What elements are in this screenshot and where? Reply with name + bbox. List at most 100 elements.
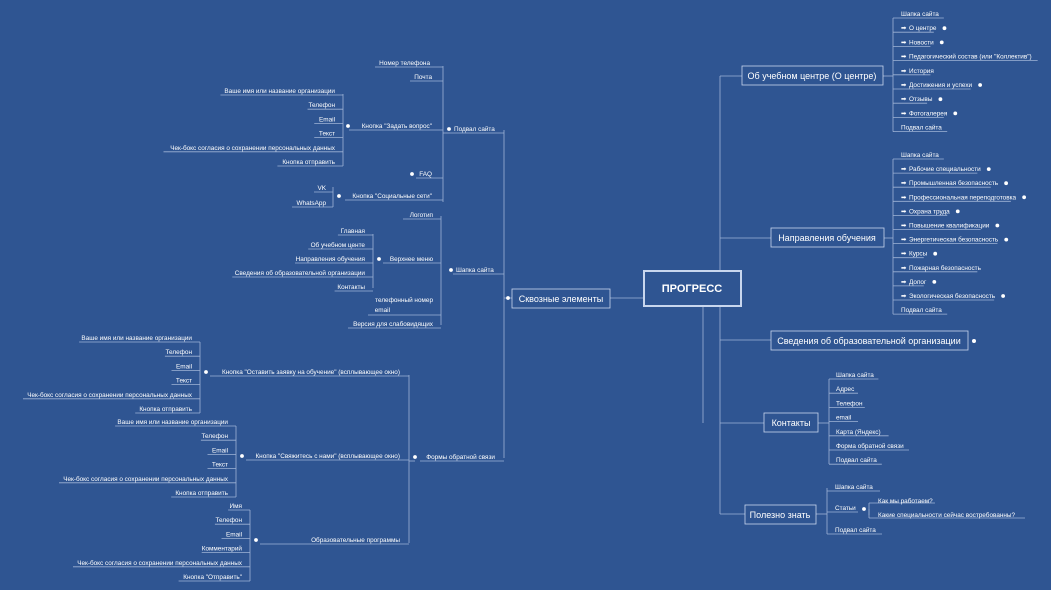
expand-dot-icon[interactable]: [1004, 181, 1009, 186]
direction-item-шапка-сайта[interactable]: Шапка сайта: [901, 151, 939, 159]
direction-item-охрана-труда[interactable]: Охрана труда: [909, 208, 950, 215]
menu-item-контакты[interactable]: Контакты: [337, 284, 365, 291]
direction-item-повышение-квалификации[interactable]: Повышение квалификации: [909, 223, 990, 230]
expand-dot-icon[interactable]: [932, 280, 937, 284]
form-group-0-item-email[interactable]: Email: [176, 363, 192, 370]
contacts-item-карта-яндекс[interactable]: Карта (Яндекс): [836, 429, 881, 436]
form-group-0[interactable]: Кнопка "Оставить заявку на обучение" (вс…: [222, 368, 400, 376]
expand-dot-icon[interactable]: [447, 127, 451, 131]
form-group-0-item-ваше-имя-или-название-организации[interactable]: Ваше имя или название организации: [81, 335, 192, 342]
direction-item-допог[interactable]: Допог: [909, 279, 927, 286]
form-group-2-item-кнопка-отправить[interactable]: Кнопка "Отправить": [183, 574, 242, 581]
form-group-1[interactable]: Кнопка "Свяжитесь с нами" (всплывающее о…: [255, 453, 400, 460]
topic-crosscutting-box[interactable]: [511, 288, 611, 309]
useful-item-articles[interactable]: Статьи: [835, 505, 856, 512]
about-item-история[interactable]: История: [909, 68, 934, 75]
topic-useful-box[interactable]: [744, 504, 817, 525]
ask-item-телефон[interactable]: Телефон: [308, 102, 335, 109]
footer-node[interactable]: Подвал сайта: [454, 125, 495, 133]
expand-dot-icon[interactable]: [506, 296, 510, 300]
about-item-новости[interactable]: Новости: [909, 39, 934, 46]
form-group-1-item-чек-бокс-согласия-о-сохранении-персональ[interactable]: Чек-бокс согласия о сохранении персональ…: [63, 475, 229, 483]
footer-phone[interactable]: Номер телефона: [379, 60, 430, 67]
central-node-box[interactable]: [643, 270, 742, 307]
expand-dot-icon[interactable]: [1001, 294, 1006, 298]
menu-item-главная[interactable]: Главная: [341, 228, 366, 235]
expand-dot-icon[interactable]: [1022, 195, 1027, 200]
ask-question-button[interactable]: Кнопка "Задать вопрос": [362, 123, 432, 130]
form-group-1-item-email[interactable]: Email: [212, 447, 228, 454]
expand-dot-icon[interactable]: [449, 268, 453, 272]
about-item-достижения-и-успехи[interactable]: Достижения и успехи: [909, 82, 973, 89]
expand-dot-icon[interactable]: [862, 507, 866, 511]
useful-item-footer[interactable]: Подвал сайта: [835, 526, 876, 534]
top-menu-node[interactable]: Верхнее меню: [390, 256, 433, 263]
header-phone[interactable]: телефонный номер: [375, 296, 433, 304]
expand-dot-icon[interactable]: [254, 538, 258, 542]
ask-item-ваше-имя-или-название-организации[interactable]: Ваше имя или название организации: [224, 88, 335, 95]
direction-item-пожарная-безопасность[interactable]: Пожарная безопасность: [909, 264, 982, 272]
social-button[interactable]: Кнопка "Социальные сети": [352, 193, 432, 200]
faq-node[interactable]: FAQ: [419, 171, 432, 178]
form-group-2-item-имя[interactable]: Имя: [230, 503, 243, 510]
expand-dot-icon[interactable]: [410, 172, 414, 176]
expand-dot-icon[interactable]: [955, 209, 960, 214]
form-group-0-item-кнопка-отправить[interactable]: Кнопка отправить: [139, 406, 192, 413]
low-vision-version[interactable]: Версия для слабовидящих: [353, 320, 434, 328]
contacts-item-форма-обратной-связи[interactable]: Форма обратной связи: [836, 442, 904, 450]
expand-dot-icon[interactable]: [986, 167, 991, 172]
ask-item-кнопка-отправить[interactable]: Кнопка отправить: [282, 159, 335, 166]
expand-dot-icon[interactable]: [942, 26, 947, 31]
expand-dot-icon[interactable]: [995, 223, 1000, 228]
social-vk[interactable]: VK: [317, 185, 326, 192]
expand-dot-icon[interactable]: [346, 124, 350, 128]
about-item-фотогалерея[interactable]: Фотогалерея: [909, 110, 948, 117]
expand-dot-icon[interactable]: [337, 194, 341, 198]
contacts-item-адрес[interactable]: Адрес: [836, 386, 855, 393]
form-group-2-item-чек-бокс-согласия-о-сохранении-персональ[interactable]: Чек-бокс согласия о сохранении персональ…: [77, 559, 243, 567]
form-group-1-item-телефон[interactable]: Телефон: [201, 433, 228, 440]
form-group-1-item-ваше-имя-или-название-организации[interactable]: Ваше имя или название организации: [117, 419, 228, 426]
direction-item-рабочие-специальности[interactable]: Рабочие специальности: [909, 165, 981, 173]
direction-item-энергетическая-безопасность[interactable]: Энергетическая безопасность: [909, 236, 999, 244]
topic-contacts-box[interactable]: [763, 412, 819, 433]
topic-info-dot[interactable]: [972, 339, 976, 343]
feedback-forms-node[interactable]: Формы обратной связи: [426, 453, 495, 461]
about-item-о-центре[interactable]: О центре: [909, 25, 937, 32]
expand-dot-icon[interactable]: [1004, 237, 1009, 242]
ask-item-email[interactable]: Email: [319, 116, 335, 123]
expand-dot-icon[interactable]: [413, 455, 417, 459]
form-group-0-item-телефон[interactable]: Телефон: [165, 349, 192, 356]
footer-mail[interactable]: Почта: [414, 74, 432, 81]
form-group-2-item-комментарий[interactable]: Комментарий: [202, 545, 243, 553]
direction-item-курсы[interactable]: Курсы: [909, 251, 928, 258]
header-email[interactable]: email: [375, 307, 390, 314]
menu-item-сведения-об-образовательной-организации[interactable]: Сведения об образовательной организации: [235, 269, 366, 277]
menu-item-об-учебном-центе[interactable]: Об учебном центе: [311, 241, 366, 249]
header-logo[interactable]: Логотип: [410, 212, 434, 219]
header-node[interactable]: Шапка сайта: [456, 266, 494, 274]
article-how-we-work[interactable]: Как мы работаем?: [878, 497, 933, 505]
topic-info-box[interactable]: [770, 330, 969, 351]
expand-dot-icon[interactable]: [938, 97, 943, 102]
contacts-item-шапка-сайта[interactable]: Шапка сайта: [836, 371, 874, 379]
direction-item-профессиональная-переподготовка[interactable]: Профессиональная переподготовка: [909, 194, 1017, 201]
expand-dot-icon[interactable]: [978, 83, 983, 87]
form-group-2[interactable]: Образовательные программы: [311, 536, 400, 544]
ask-item-чек-бокс-согласия-о-сохранении-персональ[interactable]: Чек-бокс согласия о сохранении персональ…: [170, 144, 336, 152]
topic-about-box[interactable]: [741, 65, 884, 86]
about-item-отзывы[interactable]: Отзывы: [909, 96, 933, 103]
expand-dot-icon[interactable]: [240, 454, 244, 458]
expand-dot-icon[interactable]: [204, 370, 208, 374]
topic-directions-box[interactable]: [770, 227, 885, 248]
expand-dot-icon[interactable]: [933, 251, 938, 256]
form-group-0-item-чек-бокс-согласия-о-сохранении-персональ[interactable]: Чек-бокс согласия о сохранении персональ…: [27, 391, 193, 399]
menu-item-направления-обучения[interactable]: Направления обучения: [296, 255, 366, 263]
contacts-item-подвал-сайта[interactable]: Подвал сайта: [836, 456, 877, 464]
form-group-1-item-кнопка-отправить[interactable]: Кнопка отправить: [175, 490, 228, 497]
about-item-подвал-сайта[interactable]: Подвал сайта: [901, 124, 942, 132]
ask-item-текст[interactable]: Текст: [319, 131, 335, 138]
expand-dot-icon[interactable]: [377, 257, 381, 261]
useful-item-header[interactable]: Шапка сайта: [835, 483, 873, 491]
contacts-item-email[interactable]: email: [836, 415, 851, 422]
